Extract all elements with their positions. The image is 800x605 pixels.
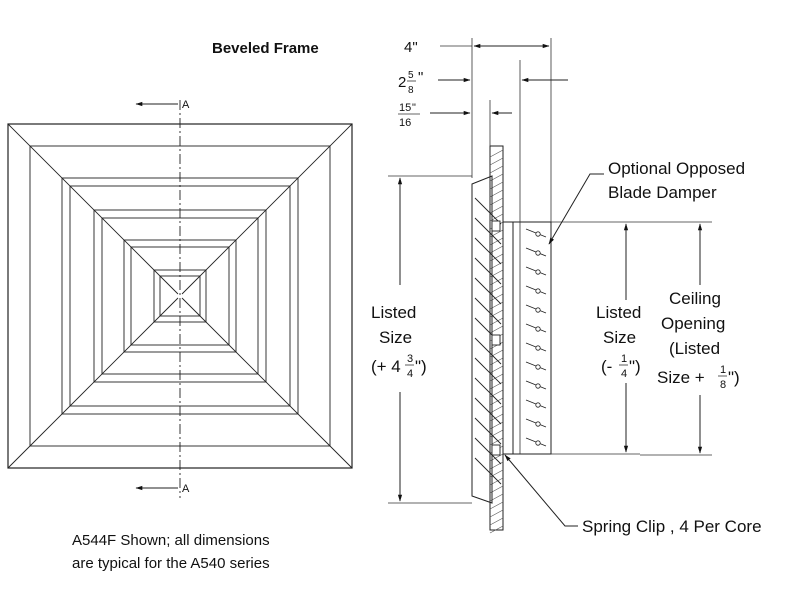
- damper-callout-line2: Blade Damper: [608, 183, 717, 202]
- core-size-frac-num: 1: [621, 353, 627, 365]
- outer-size-line2: Size: [379, 328, 412, 347]
- damper-housing: [512, 221, 552, 455]
- louvre-line: [474, 297, 502, 325]
- hatch-line: [489, 509, 504, 518]
- core-size-line1: Listed: [596, 303, 641, 322]
- dim-small-unit: ": [412, 102, 416, 114]
- damper-callout-line1: Optional Opposed: [608, 159, 745, 178]
- side-view: [471, 145, 552, 534]
- core-neck: [502, 221, 514, 455]
- core-size-line2: Size: [603, 328, 636, 347]
- section-marker-bottom: A: [182, 483, 190, 495]
- damper-pivot: [535, 250, 541, 256]
- ceiling-line4-post: "): [728, 368, 740, 387]
- dim-ceiling-opening: Ceiling Opening (Listed Size + 1 8 "): [640, 221, 740, 456]
- dim-listed-size-core: Listed Size (- 1 4 "): [551, 221, 641, 455]
- louvre-line: [474, 357, 502, 385]
- ceiling-frac-num: 1: [720, 364, 726, 376]
- outer-size-frac-num: 3: [407, 353, 413, 365]
- dim-mid-den: 8: [408, 85, 414, 96]
- core-louvres: [474, 197, 502, 485]
- louvre-line: [474, 377, 502, 405]
- damper-blades: [525, 228, 547, 447]
- dim-listed-size-outer: Listed Size (+ 4 3 4 "): [371, 175, 472, 504]
- face-diagonals: [7, 123, 353, 469]
- ceiling-line2: Opening: [661, 314, 725, 333]
- damper-pivot: [535, 364, 541, 370]
- face-diagonal: [181, 297, 353, 469]
- footnote-line2: are typical for the A540 series: [72, 555, 270, 572]
- section-marker-top: A: [182, 99, 190, 111]
- face-diagonal: [181, 123, 353, 295]
- louvre-line: [474, 417, 502, 445]
- beveled-frame: [471, 175, 493, 504]
- outer-size-paren-open: (+ 4: [371, 357, 401, 376]
- hatch-line: [489, 149, 504, 158]
- hatch-line: [489, 157, 504, 166]
- hatch-line: [489, 165, 504, 174]
- ceiling-line4-pre: Size +: [657, 368, 705, 387]
- damper-pivot: [535, 288, 541, 294]
- clip-callout-text: Spring Clip , 4 Per Core: [582, 517, 762, 536]
- damper-pivot: [535, 345, 541, 351]
- louvre-line: [474, 197, 502, 225]
- clip-callout: Spring Clip , 4 Per Core: [504, 454, 762, 536]
- footnote-line1: A544F Shown; all dimensions: [72, 532, 270, 549]
- louvre-line: [474, 257, 502, 285]
- core-size-paren-open: (-: [601, 357, 612, 376]
- damper-pivot: [535, 421, 541, 427]
- spring-clip: [491, 444, 501, 456]
- dim-mid-whole: 2: [398, 74, 406, 91]
- damper-pivot: [535, 440, 541, 446]
- damper-pivot: [535, 231, 541, 237]
- louvre-line: [474, 397, 502, 425]
- louvre-line: [474, 337, 502, 365]
- louvre-line: [474, 437, 502, 465]
- louvre-line: [474, 237, 502, 265]
- damper-callout: Optional Opposed Blade Damper: [548, 159, 745, 245]
- ceiling-line1: Ceiling: [669, 289, 721, 308]
- louvre-line: [474, 277, 502, 305]
- damper-pivot: [535, 383, 541, 389]
- hatch-line: [489, 517, 504, 526]
- dim-depth: 4": [404, 39, 418, 56]
- outer-size-paren-close: "): [415, 357, 427, 376]
- hatch-line: [489, 525, 504, 534]
- louvre-line: [474, 217, 502, 245]
- damper-pivot: [535, 326, 541, 332]
- damper-pivot: [535, 402, 541, 408]
- outer-size-line1: Listed: [371, 303, 416, 322]
- drawing-title: Beveled Frame: [212, 40, 319, 57]
- top-dimensions: 4" 2 5 8 " 15 " 16: [398, 38, 568, 222]
- dim-small-num: 15: [399, 102, 411, 114]
- spring-clip: [491, 334, 501, 346]
- damper-pivot: [535, 307, 541, 313]
- core-size-paren-close: "): [629, 357, 641, 376]
- core-size-frac-den: 4: [621, 368, 627, 380]
- face-diagonal: [7, 123, 179, 295]
- spring-clip: [491, 220, 501, 232]
- ceiling-line3: (Listed: [669, 339, 720, 358]
- louvre-line: [474, 457, 502, 485]
- damper-pivot: [535, 269, 541, 275]
- hatch-line: [489, 501, 504, 510]
- face-view: A A: [7, 99, 353, 498]
- face-diagonal: [7, 297, 179, 469]
- dim-small-den: 16: [399, 117, 411, 129]
- dim-mid-num: 5: [408, 70, 414, 81]
- ceiling-frac-den: 8: [720, 379, 726, 391]
- dim-mid-unit: ": [418, 69, 423, 86]
- spring-clips: [491, 220, 501, 456]
- outer-size-frac-den: 4: [407, 368, 413, 380]
